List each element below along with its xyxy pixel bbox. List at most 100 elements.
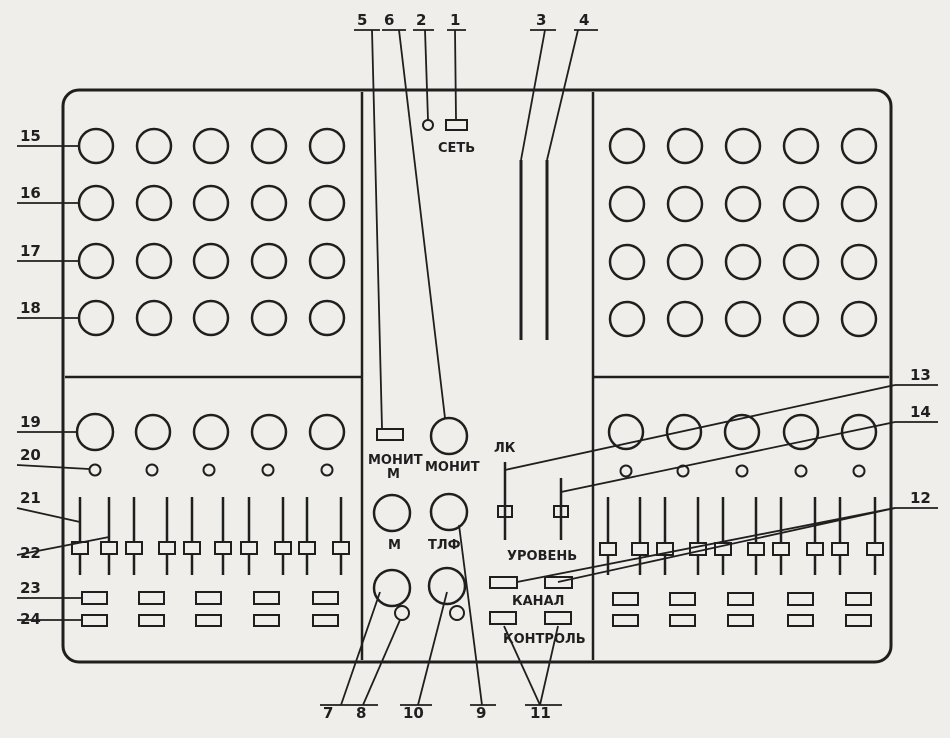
knob[interactable] bbox=[192, 299, 230, 337]
knob[interactable] bbox=[608, 185, 646, 223]
fader-cap[interactable] bbox=[125, 541, 143, 555]
control-button[interactable] bbox=[845, 614, 872, 627]
control-button[interactable] bbox=[669, 614, 696, 627]
knob[interactable] bbox=[250, 242, 288, 280]
control-button[interactable] bbox=[787, 614, 814, 627]
fader-cap[interactable] bbox=[772, 542, 790, 556]
knob[interactable] bbox=[77, 184, 115, 222]
control-button[interactable] bbox=[253, 614, 280, 627]
level-fader-left-cap[interactable] bbox=[497, 505, 513, 518]
fader-cap[interactable] bbox=[747, 542, 765, 556]
channel-knob[interactable] bbox=[250, 413, 288, 451]
channel-knob[interactable] bbox=[308, 413, 346, 451]
knob[interactable] bbox=[840, 243, 878, 281]
channel-button[interactable] bbox=[787, 592, 814, 606]
knob[interactable] bbox=[308, 127, 346, 165]
fader-cap[interactable] bbox=[332, 541, 350, 555]
knob[interactable] bbox=[724, 127, 762, 165]
fader-cap[interactable] bbox=[831, 542, 849, 556]
knob[interactable] bbox=[782, 243, 820, 281]
fader-cap[interactable] bbox=[183, 541, 201, 555]
control-button[interactable] bbox=[81, 614, 108, 627]
knob[interactable] bbox=[77, 299, 115, 337]
knob[interactable] bbox=[308, 299, 346, 337]
control-button[interactable] bbox=[727, 614, 754, 627]
knob[interactable] bbox=[724, 243, 762, 281]
control-button[interactable] bbox=[138, 614, 165, 627]
knob[interactable] bbox=[135, 127, 173, 165]
fader-cap[interactable] bbox=[158, 541, 176, 555]
lower-left-knob[interactable] bbox=[372, 568, 412, 608]
control-button[interactable] bbox=[195, 614, 222, 627]
channel-knob[interactable] bbox=[192, 413, 230, 451]
channel-knob[interactable] bbox=[134, 413, 172, 451]
knob[interactable] bbox=[608, 300, 646, 338]
knob[interactable] bbox=[135, 184, 173, 222]
m-knob[interactable] bbox=[372, 493, 412, 533]
knob[interactable] bbox=[308, 242, 346, 280]
knob[interactable] bbox=[840, 300, 878, 338]
fader-cap[interactable] bbox=[599, 542, 617, 556]
channel-button[interactable] bbox=[312, 591, 339, 605]
lower-right-knob[interactable] bbox=[427, 566, 467, 606]
fader-cap[interactable] bbox=[240, 541, 258, 555]
channel-button[interactable] bbox=[727, 592, 754, 606]
channel-select-left[interactable] bbox=[489, 576, 518, 589]
fader-cap[interactable] bbox=[214, 541, 232, 555]
knob[interactable] bbox=[135, 299, 173, 337]
knob[interactable] bbox=[250, 127, 288, 165]
knob[interactable] bbox=[608, 127, 646, 165]
control-select-left[interactable] bbox=[489, 611, 517, 625]
knob[interactable] bbox=[782, 127, 820, 165]
lower-left-jack[interactable] bbox=[394, 605, 410, 621]
channel-knob[interactable] bbox=[75, 412, 115, 452]
knob[interactable] bbox=[840, 185, 878, 223]
channel-button[interactable] bbox=[669, 592, 696, 606]
knob[interactable] bbox=[666, 243, 704, 281]
knob[interactable] bbox=[782, 185, 820, 223]
knob[interactable] bbox=[77, 242, 115, 280]
channel-knob[interactable] bbox=[840, 413, 878, 451]
knob[interactable] bbox=[192, 127, 230, 165]
channel-knob[interactable] bbox=[665, 413, 703, 451]
channel-button[interactable] bbox=[612, 592, 639, 606]
knob[interactable] bbox=[666, 127, 704, 165]
knob[interactable] bbox=[666, 185, 704, 223]
fader-cap[interactable] bbox=[274, 541, 292, 555]
knob[interactable] bbox=[135, 242, 173, 280]
channel-button[interactable] bbox=[195, 591, 222, 605]
channel-button[interactable] bbox=[845, 592, 872, 606]
lower-right-jack[interactable] bbox=[449, 605, 465, 621]
channel-select-right[interactable] bbox=[544, 576, 573, 589]
channel-knob[interactable] bbox=[782, 413, 820, 451]
knob[interactable] bbox=[192, 184, 230, 222]
monitor-m-switch[interactable] bbox=[376, 428, 404, 441]
knob[interactable] bbox=[308, 184, 346, 222]
knob[interactable] bbox=[192, 242, 230, 280]
knob[interactable] bbox=[250, 184, 288, 222]
channel-button[interactable] bbox=[138, 591, 165, 605]
fader-cap[interactable] bbox=[866, 542, 884, 556]
channel-button[interactable] bbox=[253, 591, 280, 605]
tlf-knob[interactable] bbox=[429, 492, 469, 532]
power-switch[interactable] bbox=[445, 119, 468, 131]
monitor-knob[interactable] bbox=[429, 416, 469, 456]
fader-cap[interactable] bbox=[631, 542, 649, 556]
knob[interactable] bbox=[782, 300, 820, 338]
fader-cap[interactable] bbox=[806, 542, 824, 556]
knob[interactable] bbox=[840, 127, 878, 165]
channel-button[interactable] bbox=[81, 591, 108, 605]
control-button[interactable] bbox=[312, 614, 339, 627]
channel-knob[interactable] bbox=[607, 413, 645, 451]
channel-knob[interactable] bbox=[723, 413, 761, 451]
knob[interactable] bbox=[666, 300, 704, 338]
knob[interactable] bbox=[724, 300, 762, 338]
knob[interactable] bbox=[608, 243, 646, 281]
level-fader-right-cap[interactable] bbox=[553, 505, 569, 518]
fader-cap[interactable] bbox=[100, 541, 118, 555]
control-select-right[interactable] bbox=[544, 611, 572, 625]
knob[interactable] bbox=[250, 299, 288, 337]
knob[interactable] bbox=[724, 185, 762, 223]
fader-cap[interactable] bbox=[298, 541, 316, 555]
control-button[interactable] bbox=[612, 614, 639, 627]
